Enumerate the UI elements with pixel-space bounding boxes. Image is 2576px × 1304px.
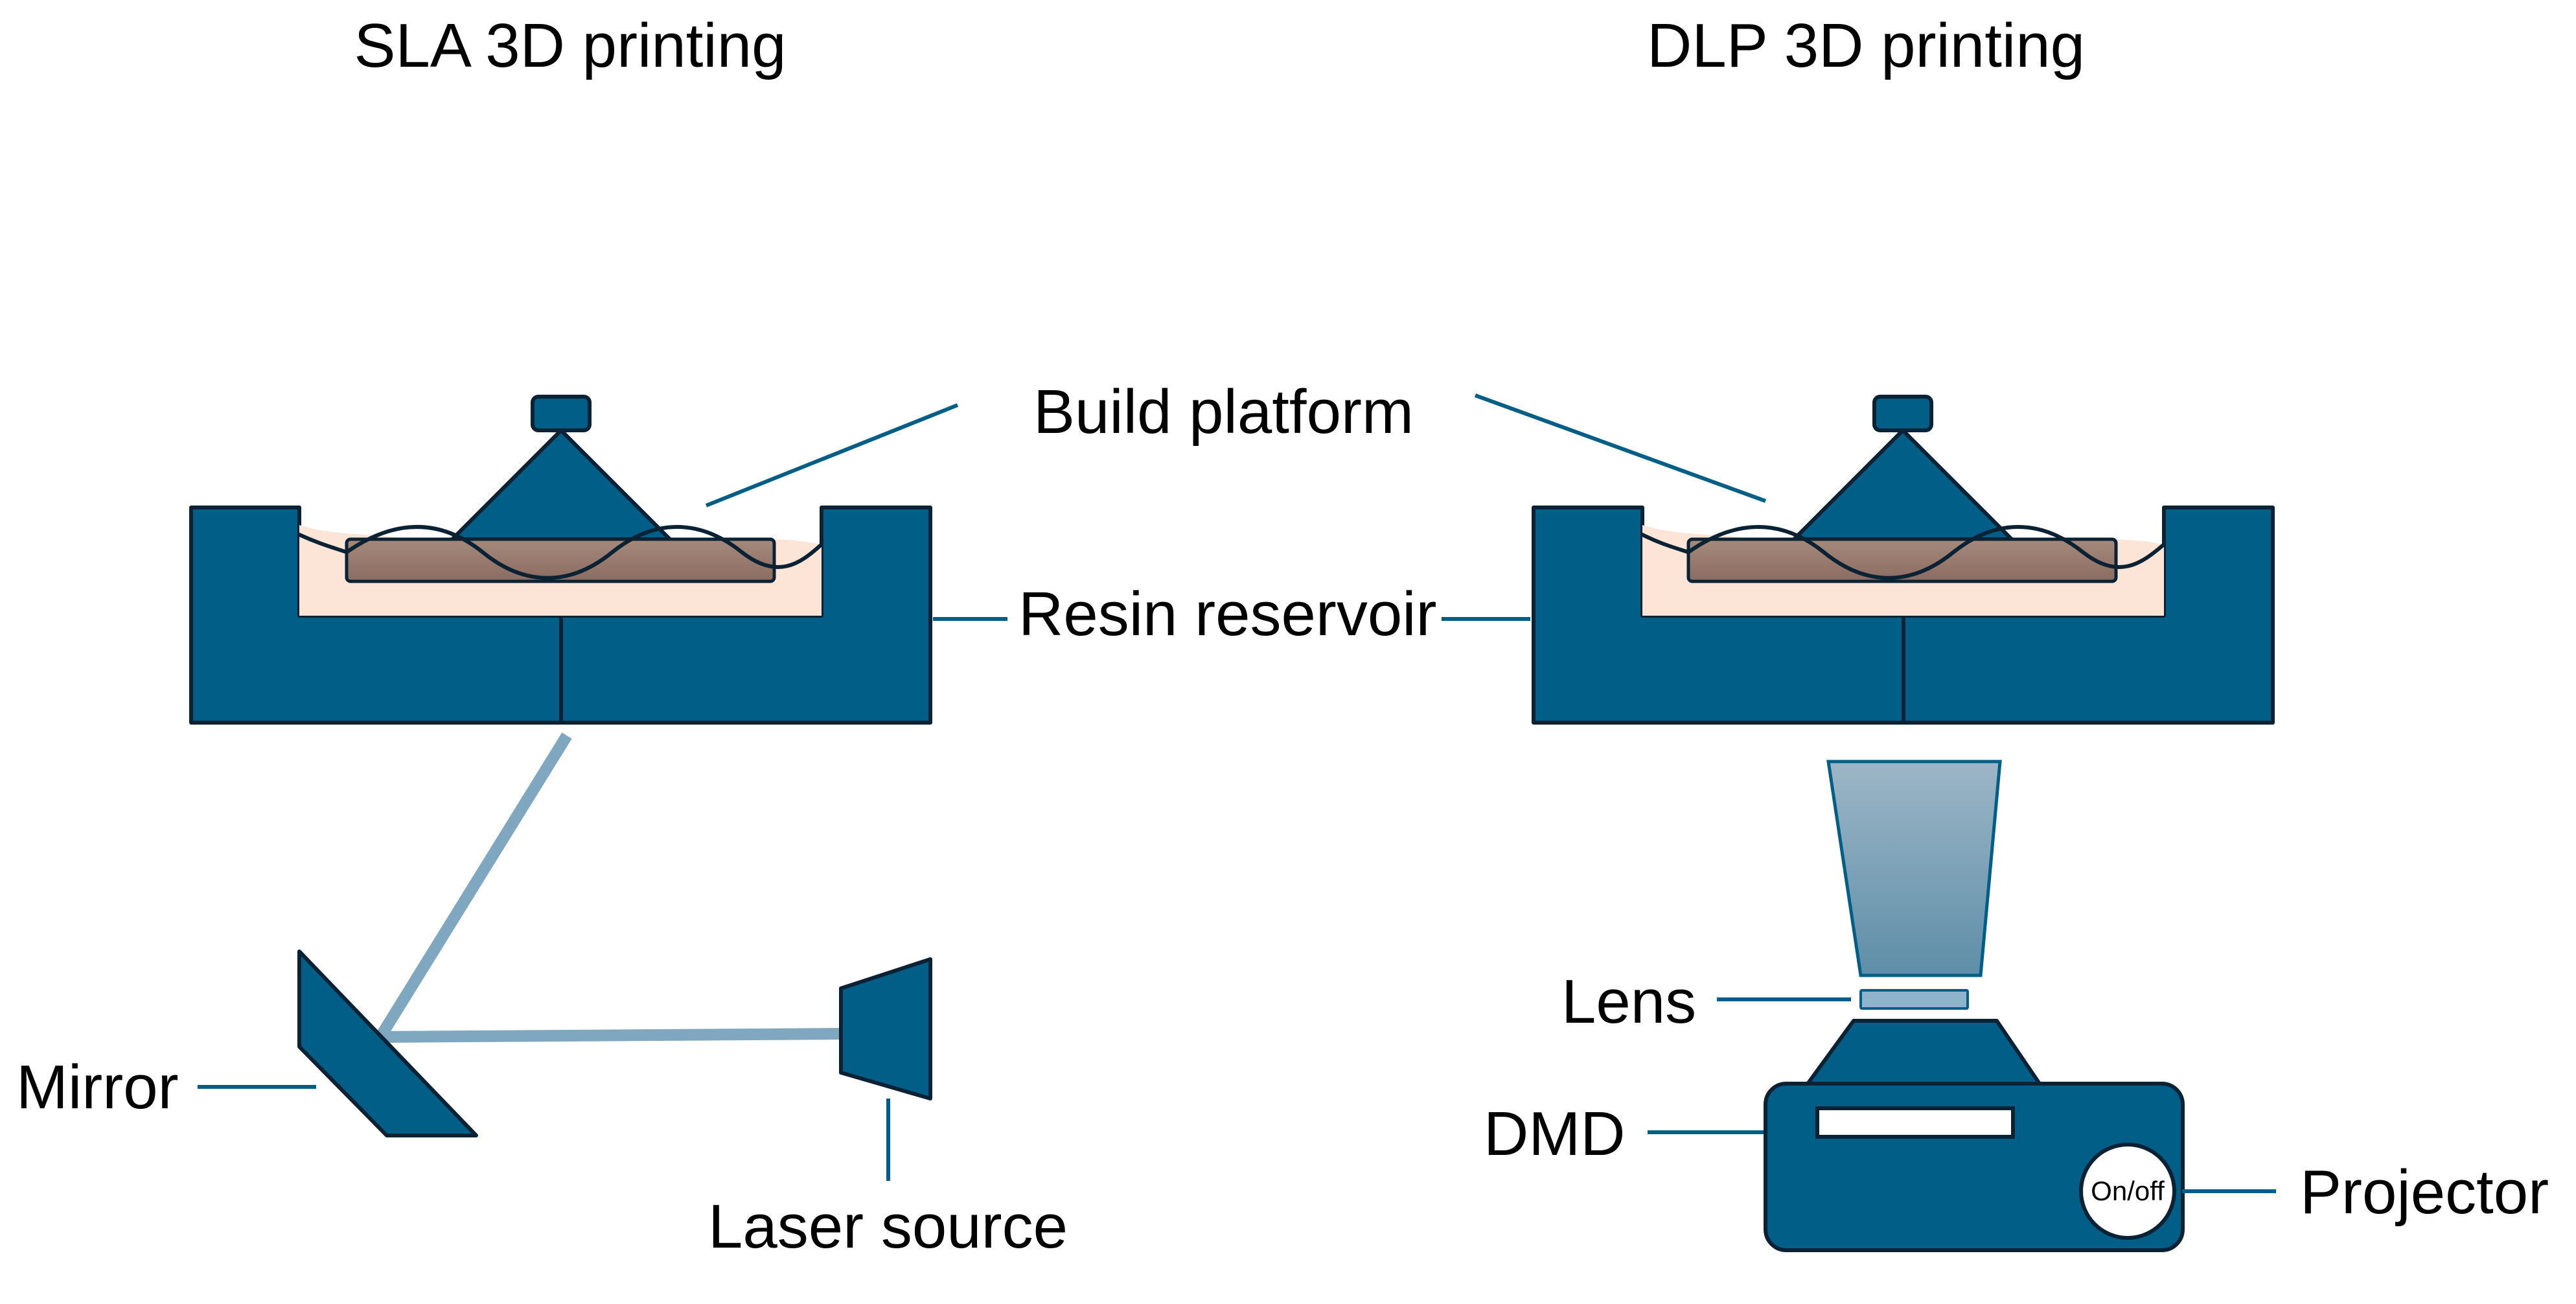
sla-title: SLA 3D printing (354, 11, 786, 80)
mirror-icon (297, 949, 478, 1137)
dlp-title: DLP 3D printing (1647, 11, 2085, 80)
projector-icon: On/off (1764, 1019, 2185, 1252)
on-off-switch[interactable] (2079, 1143, 2176, 1240)
dlp-printer: On/off (1532, 395, 2275, 1252)
lens-label: Lens (1561, 967, 1696, 1036)
on-off-label: On/off (2091, 1176, 2165, 1206)
lens-icon (1859, 989, 1969, 1010)
dlp-printed-part (1686, 537, 2118, 583)
sla-printer (189, 395, 932, 1137)
build-platform-label: Build platform (1033, 377, 1414, 447)
leader-lines (198, 393, 2276, 1193)
laser-source-icon (839, 957, 932, 1100)
resin-reservoir-label: Resin reservoir (1018, 579, 1437, 649)
projector-label: Projector (2300, 1158, 2549, 1227)
sla-printed-part (345, 537, 776, 583)
projection-light-cone (1826, 760, 2002, 977)
laser-beam (374, 732, 842, 1043)
mirror-label: Mirror (16, 1053, 179, 1122)
dmd-label: DMD (1484, 1099, 1626, 1169)
sla-build-platform (297, 395, 823, 583)
laser-source-label: Laser source (708, 1192, 1068, 1261)
dmd-window (1815, 1106, 2015, 1139)
dlp-build-platform (1640, 395, 2166, 583)
